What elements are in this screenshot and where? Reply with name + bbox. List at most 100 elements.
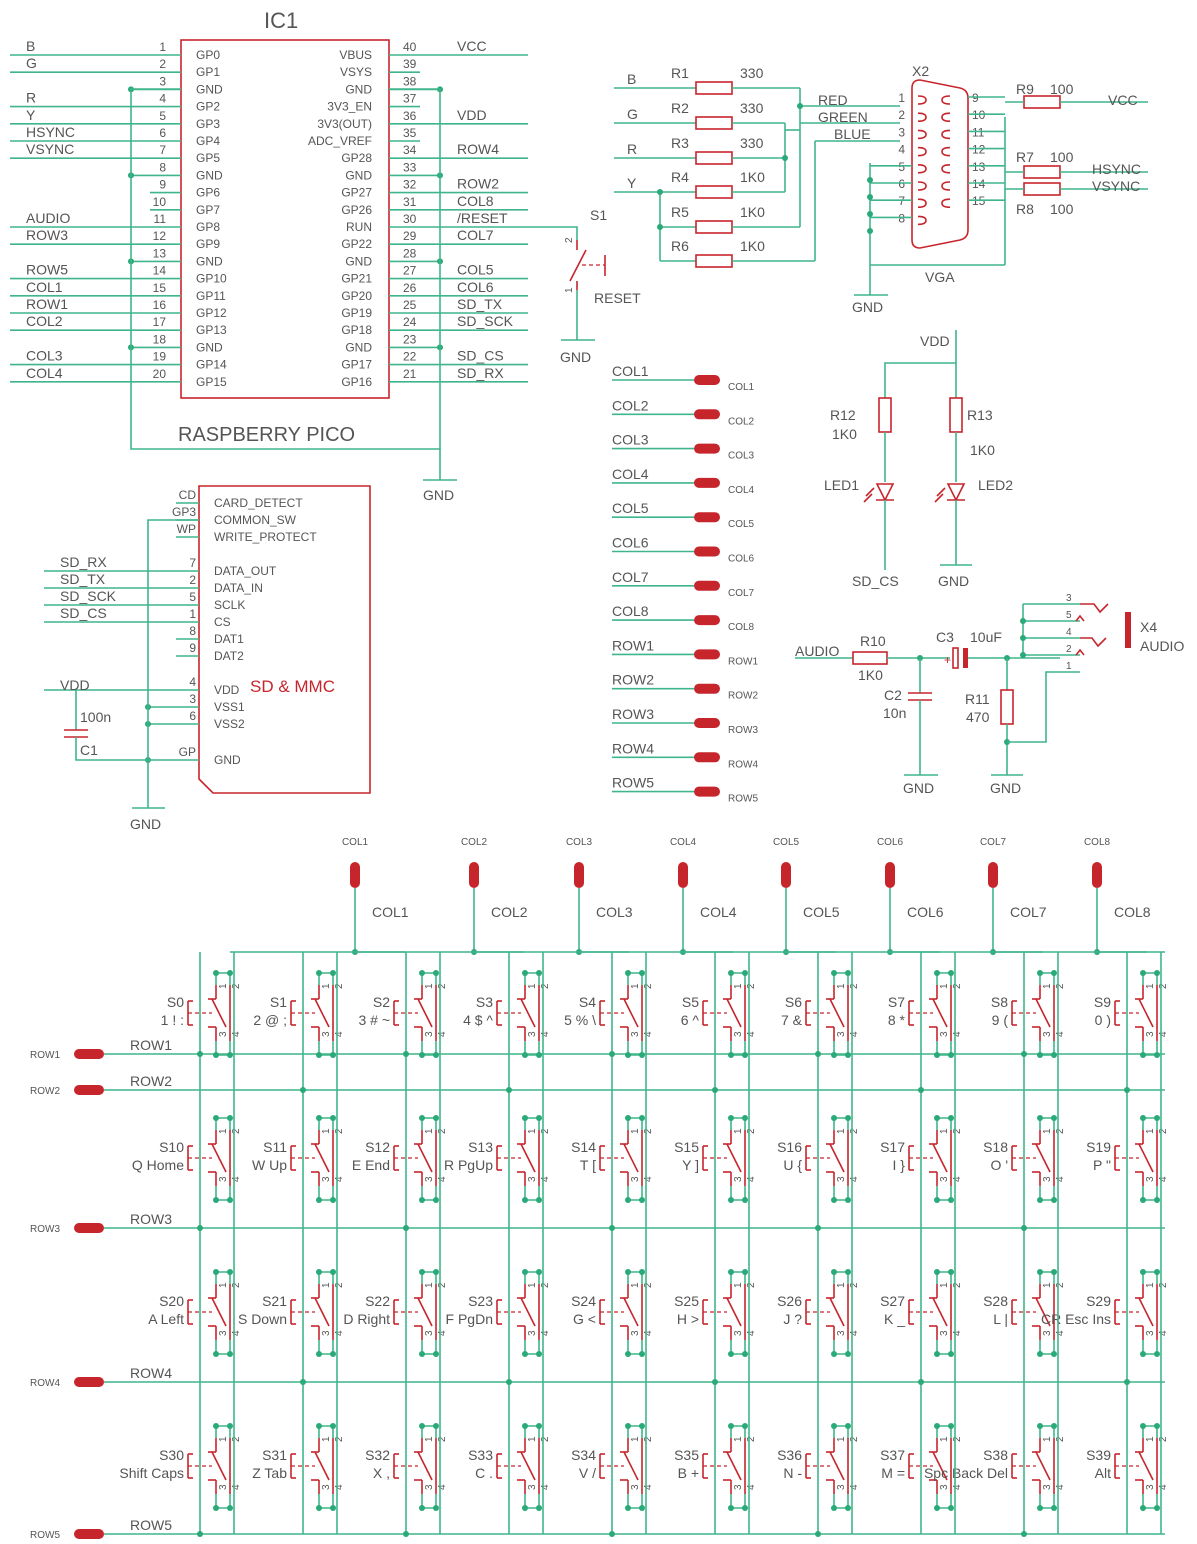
junction-dot	[522, 1505, 528, 1511]
x4-name: AUDIO	[1140, 638, 1184, 654]
junction-dot	[712, 1379, 718, 1385]
r7-body	[1023, 165, 1061, 179]
key-ref: S26	[777, 1293, 802, 1309]
pico-net-label-1: B	[26, 38, 35, 54]
key-ref: S11	[263, 1139, 287, 1155]
pico-net-label-12: ROW3	[26, 227, 68, 243]
junction-dot	[625, 1269, 631, 1275]
key-pin-2: 2	[849, 1128, 860, 1134]
key-pin-4: 4	[952, 1484, 963, 1490]
kbd-row-label: ROW4	[130, 1365, 172, 1381]
junction-dot	[300, 1087, 306, 1093]
pico-pin-name: GND	[196, 340, 223, 354]
c2-ref: C2	[884, 687, 902, 703]
key-pin-2: 2	[849, 1436, 860, 1442]
key-pin-2: 2	[952, 1282, 963, 1288]
key-pin-1: 1	[1145, 1282, 1156, 1288]
pico-pin-name: GP18	[341, 323, 372, 337]
junction-dot	[728, 970, 734, 976]
pico-pin-number: 1	[159, 40, 166, 54]
junction-dot	[1037, 1115, 1043, 1121]
pad-label: ROW4	[728, 759, 758, 770]
x4-pin5: 5	[1066, 610, 1072, 621]
resistor-body	[695, 116, 733, 130]
vga-pin-number: 14	[972, 177, 986, 191]
junction-dot	[403, 1225, 409, 1231]
junction-dot	[1037, 970, 1043, 976]
pico-pin-name: GP2	[196, 100, 220, 114]
junction-dot	[948, 1351, 954, 1357]
pico-pin-name: 3V3_EN	[327, 100, 372, 114]
pad-shape	[694, 409, 720, 420]
junction-dot	[742, 1115, 748, 1121]
junction-dot	[522, 1423, 528, 1429]
pico-pin-name: GP12	[196, 306, 227, 320]
junction-dot	[1021, 1051, 1027, 1057]
sd-pin-number: WP	[177, 522, 196, 536]
resistor-ref: R1	[671, 65, 689, 81]
r10-body	[852, 651, 888, 665]
key-ref: S8	[991, 994, 1008, 1010]
junction-dot	[845, 1269, 851, 1275]
key-ref: S28	[983, 1293, 1008, 1309]
key-ref: S38	[983, 1447, 1008, 1463]
key-pin-1: 1	[836, 983, 847, 989]
junction-dot	[918, 1087, 924, 1093]
key-pin-2: 2	[1055, 1282, 1066, 1288]
pico-pin-number: 27	[403, 264, 417, 278]
audio-gnd-label-2: GND	[990, 780, 1021, 796]
key-label: 0 )	[1095, 1012, 1111, 1028]
key-pin-3: 3	[1042, 1330, 1053, 1336]
led1-icon	[875, 483, 895, 502]
junction-dot	[1140, 1115, 1146, 1121]
kbd-col-pad-label: COL7	[980, 837, 1007, 848]
x4-ref: X4	[1140, 619, 1157, 635]
r9-ref: R9	[1016, 81, 1034, 97]
key-ref: S19	[1086, 1139, 1111, 1155]
key-pin-4: 4	[952, 1176, 963, 1182]
pad-label: ROW1	[728, 656, 758, 667]
pad-net-label: ROW1	[612, 637, 654, 653]
pad-label: COL8	[728, 622, 755, 633]
key-pin-2: 2	[746, 1436, 757, 1442]
junction-dot	[742, 1197, 748, 1203]
key-label: H >	[677, 1311, 699, 1327]
key-pin-4: 4	[540, 1484, 551, 1490]
pico-pin-number: 34	[403, 143, 417, 157]
vga-pin-contact	[941, 112, 951, 122]
vga-ref: X2	[912, 63, 929, 79]
pico-pin-number: 12	[153, 229, 167, 243]
key-pin-1: 1	[836, 1282, 847, 1288]
key-ref: S2	[373, 994, 390, 1010]
key-label: 7 &	[781, 1012, 803, 1028]
kbd-col-pad-label: COL2	[461, 837, 488, 848]
key-pin-1: 1	[424, 1282, 435, 1288]
key-pin-3: 3	[424, 1031, 435, 1037]
pico-pin-name: RUN	[346, 220, 372, 234]
key-pin-1: 1	[836, 1436, 847, 1442]
pico-pin-name: VBUS	[339, 48, 372, 62]
junction-dot	[625, 970, 631, 976]
key-pin-1: 1	[527, 1436, 538, 1442]
kbd-col-pad-label: COL1	[342, 837, 369, 848]
key-pin-1: 1	[733, 1436, 744, 1442]
resistor-ref: R5	[671, 204, 689, 220]
key-pin-3: 3	[836, 1484, 847, 1490]
pico-net-label-29: COL7	[457, 227, 494, 243]
